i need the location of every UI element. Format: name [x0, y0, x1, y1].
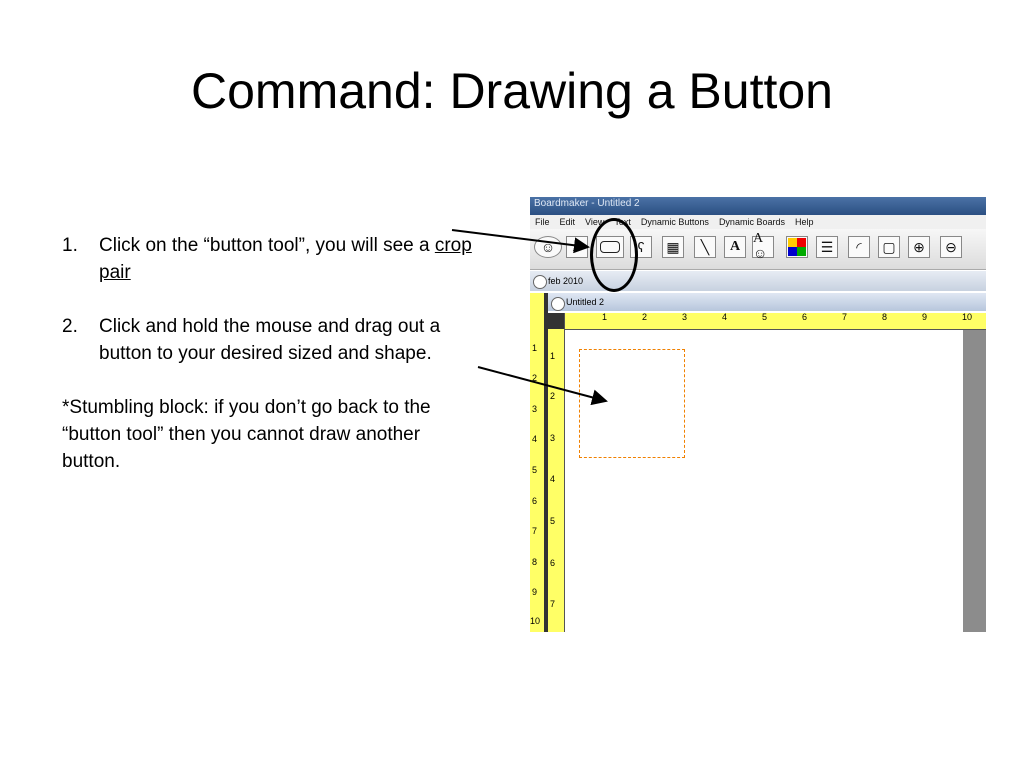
outer-ruler-label: 3 — [532, 404, 538, 414]
menu-help[interactable]: Help — [794, 217, 814, 227]
crop-pair-link[interactable]: crop pair — [99, 235, 472, 283]
hruler-label: 4 — [722, 312, 728, 322]
outer-ruler-label: 4 — [532, 434, 538, 444]
hruler-label: 7 — [842, 312, 848, 322]
window-titlebar: Boardmaker - Untitled 2 — [530, 197, 986, 215]
border-icon[interactable]: ▢ — [878, 236, 900, 258]
vruler-label: 6 — [550, 558, 556, 568]
button-tool-highlight-circle — [590, 218, 638, 292]
vruler-label: 4 — [550, 474, 556, 484]
text-icon[interactable]: A — [724, 236, 746, 258]
step-2-text: Click and hold the mouse and drag out a … — [99, 316, 441, 364]
outer-ruler-label: 7 — [532, 526, 538, 536]
arrow-to-button-tool — [451, 229, 590, 254]
board-icon — [533, 275, 547, 289]
inner-vertical-ruler: 1 2 3 4 5 6 7 — [548, 313, 565, 632]
grid-icon[interactable]: ▦ — [662, 236, 684, 258]
stumbling-block-note: *Stumbling block: if you don’t go back t… — [62, 397, 431, 472]
slide-body: 1. Click on the “button tool”, you will … — [62, 232, 482, 475]
menu-dynamic-buttons[interactable]: Dynamic Buttons — [640, 217, 709, 227]
hruler-label: 1 — [602, 312, 608, 322]
board-tab[interactable]: feb 2010 — [530, 271, 986, 291]
hruler-label: 9 — [922, 312, 928, 322]
dragged-button-outline[interactable] — [579, 349, 685, 458]
ruler-corner — [548, 313, 564, 329]
menu-view[interactable]: View — [585, 217, 605, 227]
line-thickness-icon[interactable]: ☰ — [816, 236, 838, 258]
menu-file[interactable]: File — [535, 217, 550, 227]
outer-ruler-label: 8 — [532, 557, 538, 567]
zoom-out-icon[interactable]: ⊖ — [940, 236, 962, 258]
document-tab-label: Untitled 2 — [566, 297, 605, 307]
step-2-number: 2. — [62, 316, 78, 337]
step-1-text: Click on the “button tool”, you will see… — [99, 232, 482, 286]
hruler-label: 10 — [962, 312, 973, 322]
ruler-gutter — [544, 293, 548, 632]
menu-edit[interactable]: Edit — [559, 217, 576, 227]
outer-ruler-label: 5 — [532, 465, 538, 475]
arrow-to-drawn-button — [477, 366, 608, 406]
boardmaker-screenshot: Boardmaker - Untitled 2 File Edit View T… — [530, 197, 986, 632]
menu-bar: File Edit View Text Dynamic Buttons Dyna… — [530, 215, 986, 229]
document-icon — [551, 297, 565, 311]
outer-ruler-label: 6 — [532, 496, 538, 506]
hruler-label: 8 — [882, 312, 888, 322]
drawing-canvas[interactable] — [565, 330, 963, 632]
hruler-label: 2 — [642, 312, 648, 322]
document-tab[interactable]: Untitled 2 — [548, 293, 986, 311]
vruler-label: 3 — [550, 433, 556, 443]
color-icon[interactable] — [786, 236, 808, 258]
step-1-text-main: Click on the “button tool”, you will see… — [99, 235, 435, 256]
hruler-label: 3 — [682, 312, 688, 322]
line-icon[interactable]: ╲ — [694, 236, 716, 258]
vertical-scrollbar[interactable] — [963, 330, 986, 632]
slide-title: Command: Drawing a Button — [191, 63, 833, 119]
menu-dynamic-boards[interactable]: Dynamic Boards — [718, 217, 785, 227]
hruler-label: 6 — [802, 312, 808, 322]
vruler-label: 1 — [550, 351, 556, 361]
step-2: 2. Click and hold the mouse and drag out… — [62, 313, 482, 367]
outer-ruler-label: 1 — [532, 343, 538, 353]
outer-ruler-label: 10 — [530, 616, 541, 626]
step-1-number: 1. — [62, 235, 78, 256]
vruler-label: 5 — [550, 516, 556, 526]
vruler-label: 7 — [550, 599, 556, 609]
corner-icon[interactable]: ◜ — [848, 236, 870, 258]
vruler-label: 2 — [550, 391, 556, 401]
outer-ruler-label: 2 — [532, 373, 538, 383]
outer-vertical-ruler: 1 2 3 4 5 6 7 8 9 10 — [530, 293, 545, 632]
board-tab-label: feb 2010 — [548, 276, 584, 286]
step-1: 1. Click on the “button tool”, you will … — [62, 232, 482, 286]
horizontal-ruler: 1 2 3 4 5 6 7 8 9 10 — [564, 312, 986, 330]
hruler-label: 5 — [762, 312, 768, 322]
zoom-in-icon[interactable]: ⊕ — [908, 236, 930, 258]
outer-ruler-label: 9 — [532, 587, 538, 597]
